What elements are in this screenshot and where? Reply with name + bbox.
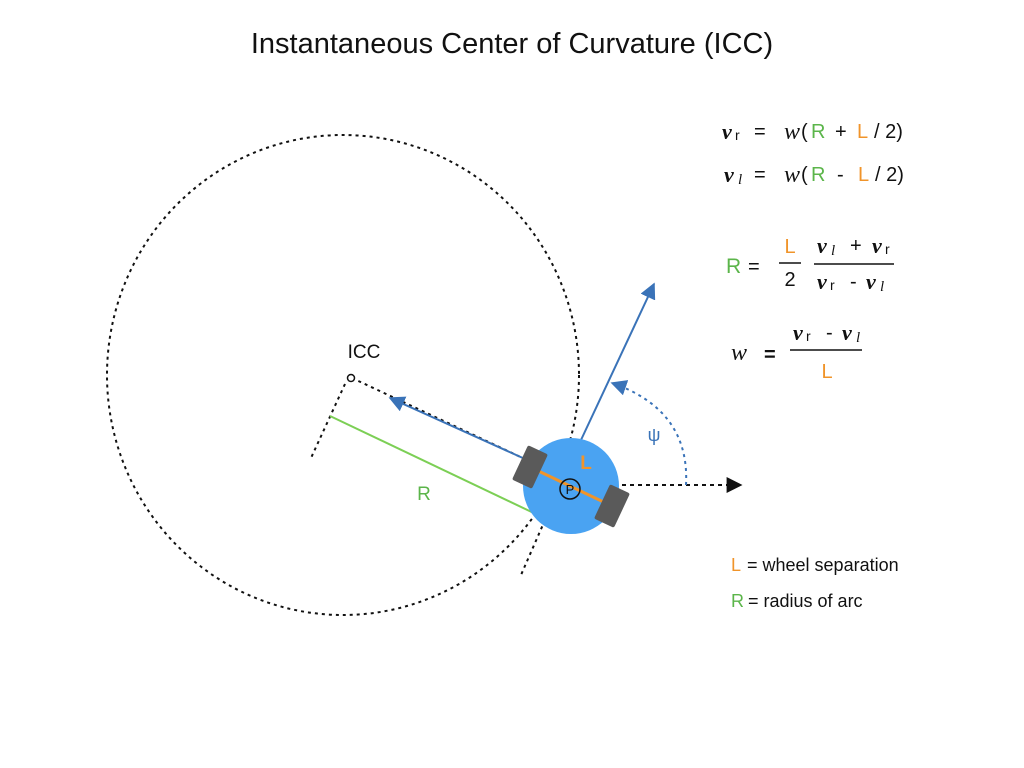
svg-text:v: v <box>866 269 876 294</box>
equation-R: R = L 2 v l + v r v r - v l <box>726 233 894 295</box>
left-wheel <box>512 445 548 489</box>
radius-label: R <box>417 484 431 505</box>
wheel-axle <box>529 465 613 508</box>
svg-text:-: - <box>850 271 857 293</box>
svg-text:+: + <box>850 235 862 257</box>
equation-omega: w = v r - v l L <box>731 320 862 383</box>
svg-text:(: ( <box>801 121 808 143</box>
svg-text:/ 2): / 2) <box>875 164 904 186</box>
svg-text:v: v <box>722 119 732 144</box>
svg-text:l: l <box>831 243 835 259</box>
center-point-label: P <box>566 482 575 497</box>
legend-r-symbol: R <box>731 591 744 611</box>
svg-text:r: r <box>735 127 740 143</box>
svg-text:r: r <box>830 277 835 293</box>
equation-vr: v r = w ( R + L / 2) <box>722 119 903 145</box>
legend: L = wheel separation R = radius of arc <box>731 555 899 611</box>
svg-text:l: l <box>738 172 742 188</box>
svg-text:v: v <box>817 233 827 258</box>
outer-perpendicular-dotted-line <box>520 519 546 576</box>
radius-line <box>329 415 541 517</box>
svg-text:R: R <box>811 164 825 186</box>
right-wheel <box>594 484 630 528</box>
svg-text:R: R <box>726 255 741 278</box>
svg-text:v: v <box>817 269 827 294</box>
svg-text:L: L <box>858 164 869 186</box>
svg-text:=: = <box>754 164 766 186</box>
svg-text:2: 2 <box>784 269 795 291</box>
svg-text:L: L <box>784 236 795 258</box>
axle-label: L <box>580 453 592 474</box>
svg-text:v: v <box>724 162 734 187</box>
icc-point <box>346 373 356 383</box>
svg-text:w: w <box>784 119 800 145</box>
svg-text:R: R <box>811 121 825 143</box>
svg-text:r: r <box>806 328 811 344</box>
center-point-marker <box>559 478 581 500</box>
svg-text:=: = <box>764 344 776 366</box>
legend-l-symbol: L <box>731 555 741 575</box>
diagram-title: Instantaneous Center of Curvature (ICC) <box>250 28 774 60</box>
angle-arc <box>610 380 688 486</box>
icc-label: ICC <box>348 342 381 363</box>
equation-vl: v l = w ( R - L / 2) <box>724 162 904 188</box>
trajectory-circle <box>106 134 580 616</box>
svg-text:-: - <box>826 322 833 344</box>
svg-text:l: l <box>856 330 860 346</box>
svg-text:v: v <box>842 320 852 345</box>
legend-l-text: = wheel separation <box>747 555 899 575</box>
heading-arrow <box>580 282 656 441</box>
velocity-arrow-icc <box>388 396 546 469</box>
robot: P <box>512 438 630 534</box>
svg-text:+: + <box>835 121 847 143</box>
legend-r-text: = radius of arc <box>748 591 863 611</box>
svg-text:=: = <box>754 121 766 143</box>
svg-text:v: v <box>872 233 882 258</box>
svg-text:v: v <box>793 320 803 345</box>
svg-text:w: w <box>731 340 747 366</box>
svg-text:l: l <box>880 279 884 295</box>
svg-text:L: L <box>821 361 832 383</box>
svg-text:(: ( <box>801 164 808 186</box>
svg-text:/ 2): / 2) <box>874 121 903 143</box>
svg-text:L: L <box>857 121 868 143</box>
angle-label: ψ <box>648 425 661 445</box>
svg-text:r: r <box>885 241 890 257</box>
svg-text:w: w <box>784 162 800 188</box>
svg-text:-: - <box>837 164 844 186</box>
svg-text:=: = <box>748 256 760 278</box>
